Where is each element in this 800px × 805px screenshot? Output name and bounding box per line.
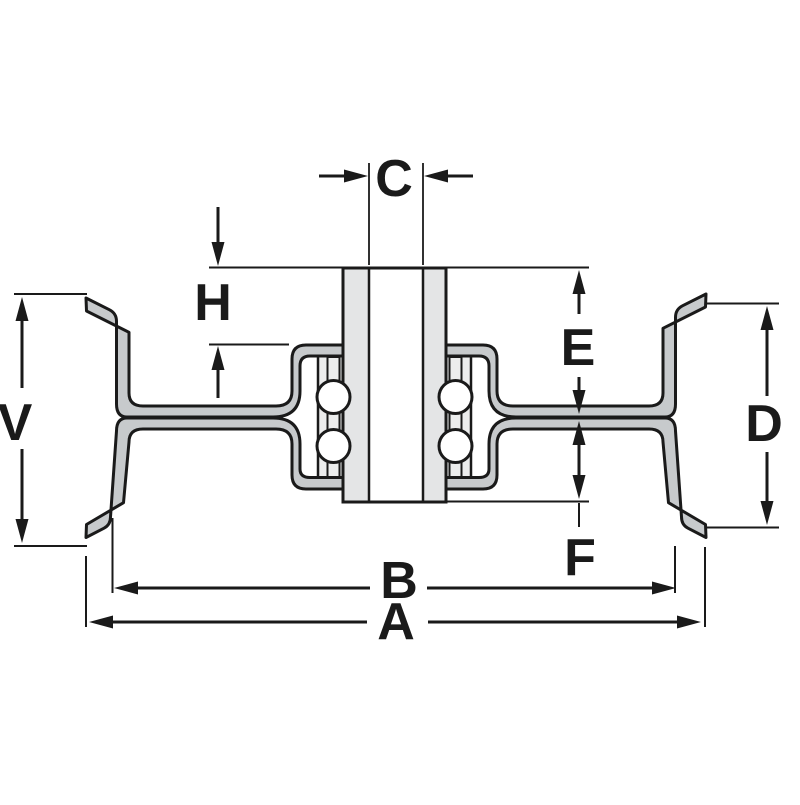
dim-label-F: F: [564, 529, 596, 587]
dim-label-C: C: [375, 150, 413, 208]
dim-D: D: [706, 302, 783, 529]
bearing-ball: [315, 428, 352, 464]
dim-E: E: [447, 266, 596, 414]
dim-label-E: E: [561, 319, 596, 377]
dim-V: V: [0, 293, 87, 547]
upper-left-sheet: [84, 296, 345, 419]
upper-right-sheet: [444, 292, 708, 419]
hub-wall-left: [343, 268, 369, 502]
dim-label-V: V: [0, 394, 33, 452]
dim-F: F: [447, 421, 596, 587]
dim-C: C: [319, 150, 473, 265]
lower-right-sheet: [444, 416, 708, 539]
dim-B: B: [111, 518, 676, 610]
dim-A: A: [85, 547, 706, 651]
bearing-ball: [437, 428, 474, 464]
lower-left-sheet: [84, 416, 345, 539]
dim-label-D: D: [745, 395, 783, 453]
dim-label-B: B: [380, 552, 418, 610]
bearing-ball: [437, 379, 474, 415]
bearing-ball: [315, 379, 352, 415]
dim-label-H: H: [194, 274, 232, 332]
hub-tube: [341, 266, 448, 504]
dim-H: H: [194, 207, 342, 398]
dim-label-A: A: [377, 593, 415, 651]
